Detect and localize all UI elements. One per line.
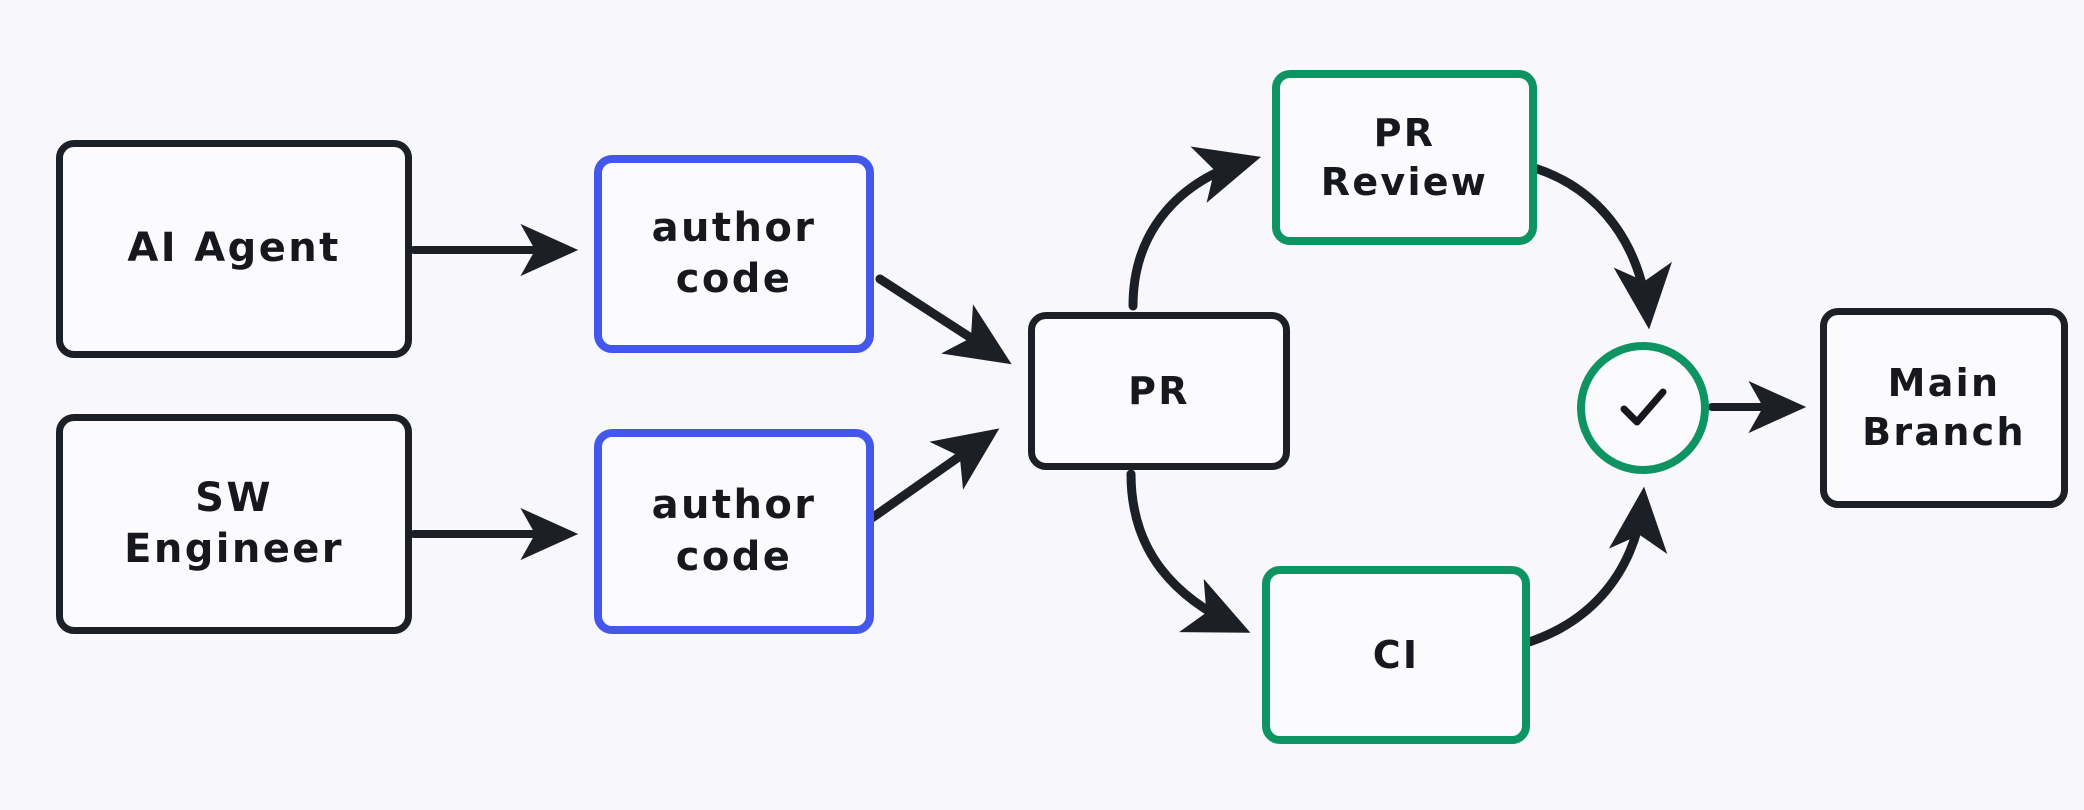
edge-pr-to-ci [1126,469,1251,633]
node-ci[interactable]: CI [1262,566,1530,744]
node-author-code-sw[interactable]: author code [594,429,874,634]
node-author-code-ai[interactable]: author code [594,155,874,353]
node-main-branch[interactable]: Main Branch [1820,308,2068,508]
node-author-code-sw-label: author code [651,482,817,580]
node-pr-label: PR [1128,368,1190,413]
check-icon [1606,371,1680,445]
node-sw-engineer-label: SW Engineer [124,474,344,572]
node-merge-check[interactable] [1577,342,1709,474]
node-sw-engineer[interactable]: SW Engineer [56,414,412,634]
edge-author-code-sw-to-pr [857,428,1000,530]
node-main-branch-label: Main Branch [1862,361,2026,454]
node-pr[interactable]: PR [1028,312,1290,470]
node-ai-agent-label: AI Agent [127,225,341,272]
node-author-code-ai-label: author code [651,204,817,302]
node-pr-review[interactable]: PR Review [1272,70,1537,245]
edge-pr-to-pr-review [1128,146,1262,311]
node-ci-label: CI [1372,632,1420,677]
edge-author-code-ai-to-pr [875,274,1012,365]
node-pr-review-label: PR Review [1320,110,1489,204]
node-ai-agent[interactable]: AI Agent [56,140,412,358]
